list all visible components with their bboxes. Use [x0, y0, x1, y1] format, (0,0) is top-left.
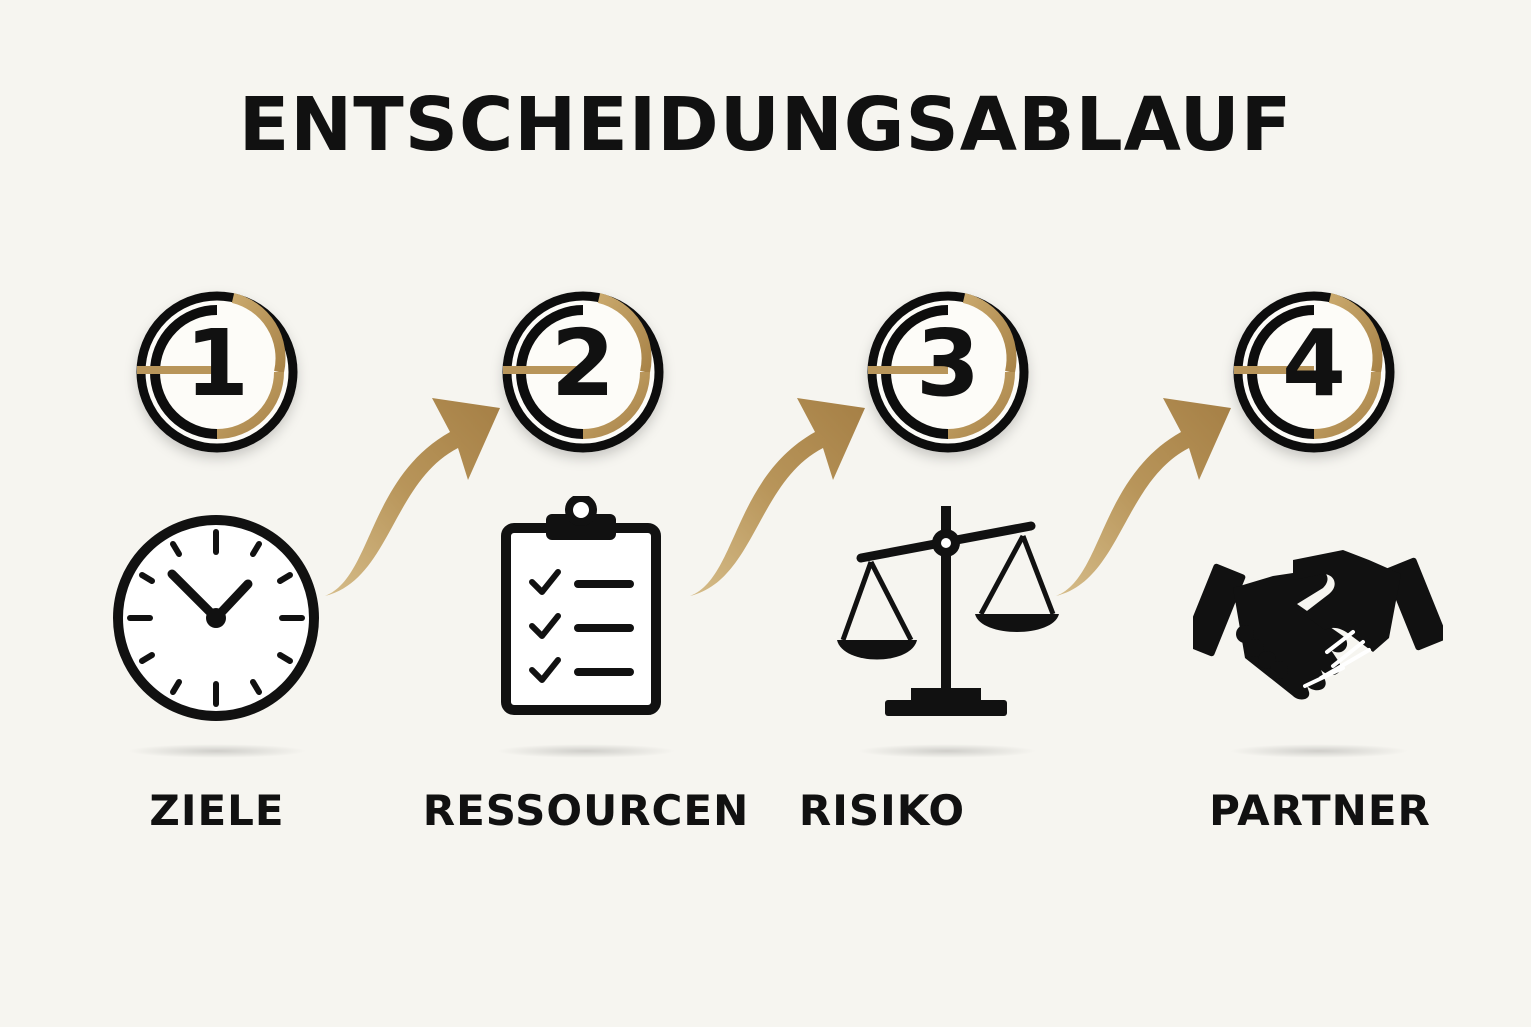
- clipboard-checklist-icon: [501, 496, 661, 715]
- step-1: 1 ZIELE: [0, 0, 360, 1027]
- step-badge-ring: [867, 291, 1029, 453]
- step-number: 2: [550, 310, 615, 417]
- step-4: 4 PARTNER: [1097, 0, 1457, 1027]
- icon-shadow: [127, 744, 307, 758]
- step-badge-ring: [1233, 291, 1395, 453]
- arrow-3-to-4: [1056, 398, 1231, 596]
- step-badge-ring: [136, 291, 298, 453]
- arrow-2-to-3: [690, 398, 865, 596]
- page-title: ENTSCHEIDUNGSABLAUF: [238, 82, 1293, 168]
- step-2: 2 RESSOURCEN: [366, 0, 748, 1027]
- step-number: 4: [1281, 310, 1346, 417]
- icon-shadow: [496, 744, 676, 758]
- clock-icon: [113, 515, 319, 721]
- step-label: ZIELE: [149, 786, 285, 835]
- step-3: 3 RISIKO: [731, 0, 1091, 1027]
- icon-shadow: [857, 744, 1037, 758]
- step-badge-ring: [502, 291, 664, 453]
- balance-scale-icon: [837, 506, 1059, 716]
- step-number: 3: [915, 310, 980, 417]
- handshake-icon: [1193, 550, 1443, 700]
- step-label: RISIKO: [798, 786, 966, 835]
- arrow-1-to-2: [325, 398, 500, 596]
- step-number: 1: [184, 310, 249, 417]
- step-label: RESSOURCEN: [422, 786, 750, 835]
- icon-shadow: [1229, 744, 1409, 758]
- step-label: PARTNER: [1209, 786, 1431, 835]
